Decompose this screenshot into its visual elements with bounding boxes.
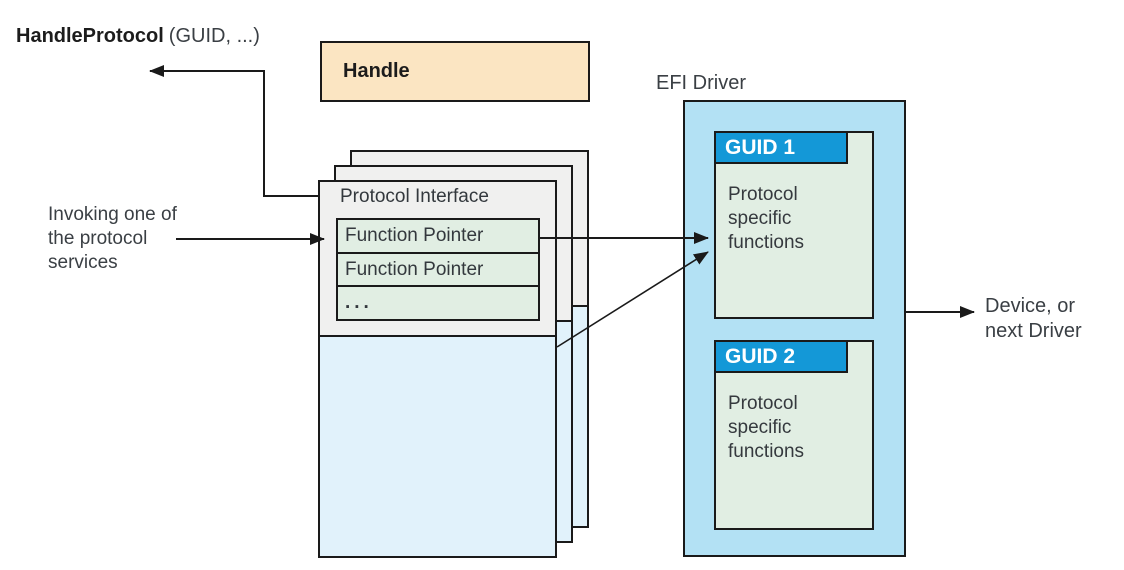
guid2-body-line2: specific [728, 417, 792, 438]
invoking-label-line1: Invoking one of [48, 204, 177, 225]
handle-box-label: Handle [343, 60, 410, 82]
device-label-line1: Device, or [985, 295, 1076, 317]
handleprotocol-name: HandleProtocol [16, 25, 164, 47]
handle-box: Handle [320, 41, 590, 102]
invoking-label-line3: services [48, 252, 118, 273]
function-pointer-row-ellipsis: ... [345, 292, 373, 314]
efi-driver-box: GUID 1 Protocol specific functions GUID … [683, 100, 906, 557]
function-pointer-table: Function Pointer Function Pointer ... [336, 218, 540, 321]
handleprotocol-return-arrow [149, 65, 318, 197]
guid1-body-text: Protocol specific functions [728, 183, 804, 255]
guid2-body-line3: functions [728, 441, 805, 462]
guid2-protocol-box: GUID 2 Protocol specific functions [714, 340, 874, 530]
protocol-card-front-header: Protocol Interface Function Pointer Func… [320, 182, 555, 337]
device-label-line2: next Driver [985, 320, 1082, 342]
guid2-body-line1: Protocol [728, 393, 798, 414]
guid1-body-line1: Protocol [728, 184, 798, 205]
guid2-tab: GUID 2 [714, 340, 848, 373]
handleprotocol-args: (GUID, ...) [168, 25, 260, 47]
invoking-label: Invoking one of the protocol services [48, 203, 177, 275]
protocol-interface-title: Protocol Interface [340, 186, 489, 207]
guid1-body-line2: specific [728, 208, 792, 229]
function-pointer-row-1: Function Pointer [338, 220, 538, 254]
protocol-card-front: Protocol Interface Function Pointer Func… [318, 180, 557, 558]
protocol-card-front-body [320, 337, 555, 556]
function-pointer-row-2: Function Pointer [338, 254, 538, 288]
invoking-label-line2: the protocol [48, 228, 148, 249]
guid2-body-text: Protocol specific functions [728, 392, 804, 464]
guid1-protocol-box: GUID 1 Protocol specific functions [714, 131, 874, 319]
guid1-body-line3: functions [728, 232, 805, 253]
efi-driver-label: EFI Driver [656, 72, 746, 94]
handleprotocol-call-label: HandleProtocol(GUID, ...) [16, 25, 260, 48]
guid1-tab: GUID 1 [714, 131, 848, 164]
device-label: Device, or next Driver [985, 294, 1082, 344]
